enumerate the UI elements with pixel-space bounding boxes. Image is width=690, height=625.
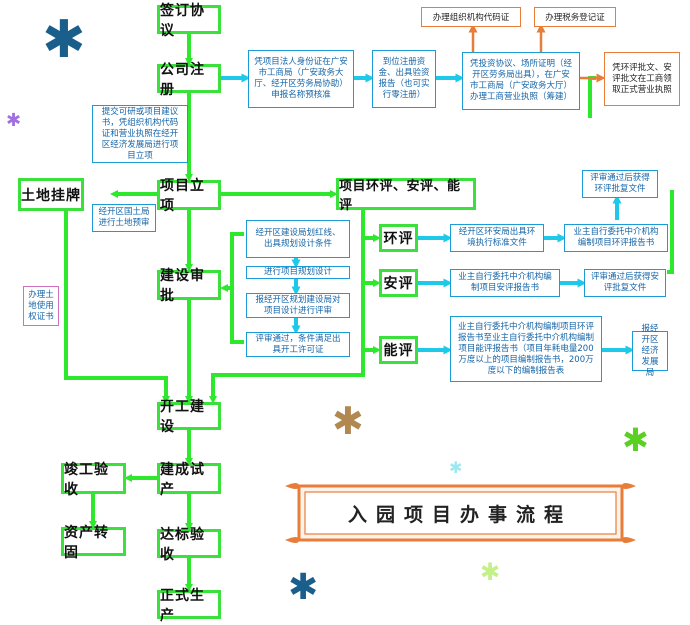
- node-completion-acceptance: 竣工验收: [61, 462, 126, 498]
- node-land-listing: 土地挂牌: [18, 178, 84, 211]
- asterisk-icon: ✱: [288, 567, 319, 608]
- note-tax-registration: 办理税务登记证: [534, 7, 616, 27]
- note-design-review: 报经开区规划建设局对项目设计进行评审: [246, 293, 350, 318]
- note-formal-license: 凭环评批文、安评批文在工商领取正式营业执照: [604, 52, 680, 106]
- asterisk-icon: ✱: [6, 110, 22, 131]
- asterisk-icon: ✱: [622, 421, 649, 459]
- node-eia-safety-energy: 项目环评、安评、能评: [336, 178, 476, 213]
- title-banner: [285, 483, 636, 543]
- asterisk-icon: ✱: [42, 10, 86, 70]
- node-operation-acceptance: 达标验收: [157, 527, 221, 563]
- asterisk-icon: ✱: [332, 399, 364, 443]
- arrow-env-to-license: [667, 190, 674, 274]
- asterisk-icon: ✱: [449, 458, 463, 477]
- note-submit-proposal: 提交可研或项目建议书，凭组织机构代码证和营业执照在经开区经济发展局进行项目立项: [92, 105, 188, 163]
- note-planning-design: 进行项目规划设计: [246, 266, 350, 279]
- arrow-construction-substeps: [230, 232, 244, 344]
- note-planning-conditions: 经开区建设局划红线、出具规划设计条件: [246, 220, 350, 258]
- note-energy-report: 报经开区经济发展局: [632, 324, 668, 378]
- node-formal-production: 正式生产: [157, 588, 221, 624]
- node-construction-approval: 建设审批: [157, 268, 221, 304]
- banner-title: 入园项目办事流程: [347, 503, 572, 526]
- arrow-land-to-start: [64, 211, 170, 404]
- note-legal-person-id: 凭项目法人身份证在广安市工商局（广安政务大厅、经开区劳务局协助）申报名称预核准: [248, 50, 354, 108]
- node-sign-agreement: 签订协议: [157, 3, 221, 39]
- note-land-bureau: 经开区国土局进行土地预审: [92, 204, 156, 232]
- node-safety-review: 安评: [379, 269, 418, 297]
- node-energy-review: 能评: [379, 336, 418, 364]
- asterisk-icon: ✱: [480, 558, 501, 586]
- node-env-review: 环评: [379, 224, 418, 252]
- node-company-registration: 公司注册: [157, 62, 221, 98]
- node-start-construction: 开工建设: [157, 399, 221, 435]
- line-right-to-license: [588, 76, 596, 118]
- note-safety-approval: 评审通过后获得安评批复文件: [584, 269, 666, 297]
- node-asset-transfer: 资产转固: [61, 525, 126, 561]
- arrow-eia-to-start: [209, 210, 365, 404]
- note-safety-agency: 业主自行委托中介机构编制项目安评报告书: [450, 269, 560, 297]
- note-env-bureau: 经开区环安局出具环境执行标准文件: [450, 224, 544, 252]
- note-energy-agency: 业主自行委托中介机构编制项目环评报告书至业主自行委托中介机构编制项目能评报告书（…: [450, 316, 602, 382]
- note-bank-capital: 到位注册资金、出具验资报告（也可实行零注册）: [372, 50, 436, 108]
- note-env-agency: 业主自行委托中介机构编制项目环评报告书: [564, 224, 668, 252]
- node-project-approval: 项目立项: [157, 178, 221, 214]
- note-land-use-cert: 办理土地使用权证书: [23, 286, 59, 326]
- note-env-approval: 评审通过后获得环评批复文件: [582, 170, 658, 198]
- node-trial-production: 建成试产: [157, 462, 221, 498]
- note-construction-permit: 评审通过，条件满足出具开工许可证: [246, 332, 350, 357]
- note-business-license: 凭投资协议、场所证明（经开区劳务局出具），在广安市工商局（广安政务大厅）办理工商…: [462, 52, 580, 110]
- note-org-code: 办理组织机构代码证: [421, 7, 521, 27]
